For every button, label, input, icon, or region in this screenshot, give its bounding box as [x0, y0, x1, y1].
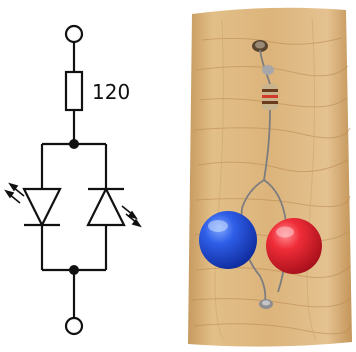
- circuit-schematic: 120: [4, 24, 142, 336]
- top-nail: [252, 40, 268, 52]
- junction-top: [69, 139, 79, 149]
- led-right-symbol: [86, 186, 126, 227]
- bottom-joint: [259, 299, 273, 309]
- junction-bottom: [69, 265, 79, 275]
- resistor-symbol: [64, 70, 84, 112]
- led-blue: [199, 211, 257, 269]
- circuit-photo: [188, 7, 352, 347]
- led-left-light-arrows: [4, 182, 25, 204]
- wood-block: [188, 7, 352, 347]
- resistor-value-label: 120: [92, 80, 130, 104]
- top-terminal: [64, 24, 84, 44]
- led-left-symbol: [22, 187, 62, 228]
- resistor-component: [262, 84, 278, 110]
- wire-joint: [262, 65, 274, 75]
- bottom-terminal: [64, 316, 84, 336]
- led-right-light-arrows: [121, 205, 142, 228]
- led-red: [266, 218, 322, 274]
